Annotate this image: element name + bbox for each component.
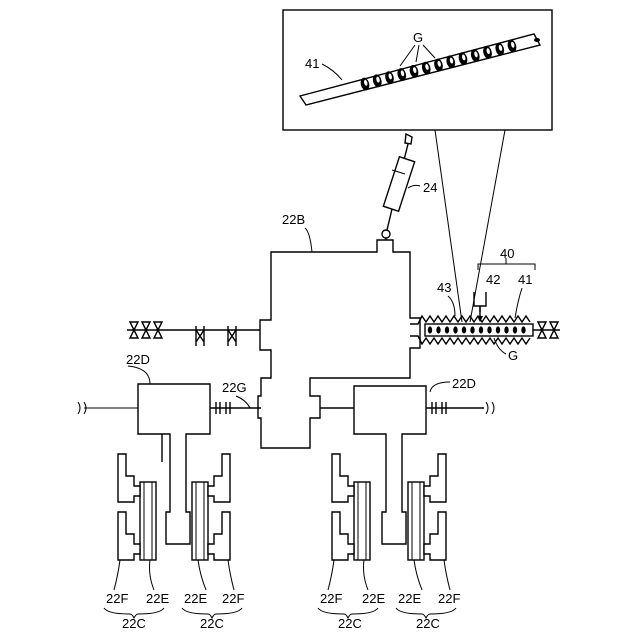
shaft-groove — [462, 326, 466, 333]
leader-disc — [150, 560, 155, 590]
shaft-groove — [470, 326, 474, 333]
label-bellows: 43 — [437, 280, 451, 295]
label-coupling: 22G — [222, 380, 247, 395]
leader-caliper — [228, 560, 234, 590]
brake-caliper — [332, 512, 354, 560]
shaft-groove — [504, 326, 508, 333]
inset-panel: 41 G — [283, 10, 552, 130]
label-g3-f: 22F — [320, 591, 342, 606]
shaft-groove — [496, 326, 500, 333]
actuator-bottom-pin — [382, 230, 390, 238]
assembly-40: 40 43 42 41 G — [410, 246, 560, 363]
shaft-groove — [428, 326, 432, 333]
label-g3-c: 22C — [338, 616, 362, 631]
unit-left: 22D 22G — [78, 352, 261, 544]
label-grooves-inset: G — [413, 30, 423, 45]
label-g4-e: 22E — [398, 591, 421, 606]
actuator-top-pin — [405, 134, 412, 144]
shaft-groove — [445, 326, 449, 333]
brake-caliper — [208, 512, 230, 560]
brake-labels: 22F 22E 22C 22E 22F 22C 22F 22E 22C 22E … — [104, 591, 460, 631]
leader-caliper — [114, 560, 120, 590]
label-groove-lower: G — [508, 348, 518, 363]
shaft-groove — [453, 326, 457, 333]
callout-line-right — [470, 130, 505, 322]
label-g3-e: 22E — [362, 591, 385, 606]
brake-disc — [192, 482, 208, 560]
label-case: 22B — [282, 212, 305, 227]
label-actuator: 24 — [423, 180, 437, 195]
leader-disc — [414, 560, 422, 590]
brake-disc — [354, 482, 370, 560]
brake-caliper — [118, 454, 140, 502]
leader-caliper — [328, 560, 334, 590]
brake-disc — [140, 482, 156, 560]
shaft-groove — [487, 326, 491, 333]
actuator: 24 — [382, 134, 437, 252]
label-g4-c: 22C — [416, 616, 440, 631]
shaft-groove — [436, 326, 440, 333]
label-g2-f: 22F — [222, 591, 244, 606]
label-shaft-inset: 41 — [305, 56, 319, 71]
leader-disc — [198, 560, 206, 590]
brake-caliper — [118, 512, 140, 560]
label-shaft: 41 — [518, 272, 532, 287]
leader-disc — [364, 560, 369, 590]
brake-caliper — [424, 512, 446, 560]
left-shaft — [127, 322, 260, 346]
label-g2-e: 22E — [184, 591, 207, 606]
shaft-hole — [534, 38, 540, 42]
brake-disc — [408, 482, 424, 560]
label-pin: 42 — [486, 272, 500, 287]
brake-caliper — [332, 454, 354, 502]
bellows-lower — [410, 336, 530, 344]
shaft-groove — [521, 326, 525, 333]
shaft-groove — [479, 326, 483, 333]
label-g1-e: 22E — [146, 591, 169, 606]
label-unit-right: 22D — [452, 376, 476, 391]
label-unit-left: 22D — [126, 352, 150, 367]
unit-right: 22D — [320, 376, 494, 544]
brake-caliper — [208, 454, 230, 502]
label-g1-f: 22F — [106, 591, 128, 606]
joint-left-2 — [228, 326, 236, 346]
joint-left-1 — [196, 326, 204, 346]
label-assembly: 40 — [500, 246, 514, 261]
brake-caliper — [424, 454, 446, 502]
shaft-groove — [513, 326, 517, 333]
leader-caliper — [444, 560, 450, 590]
actuator-cylinder — [383, 157, 414, 211]
label-g4-f: 22F — [438, 591, 460, 606]
